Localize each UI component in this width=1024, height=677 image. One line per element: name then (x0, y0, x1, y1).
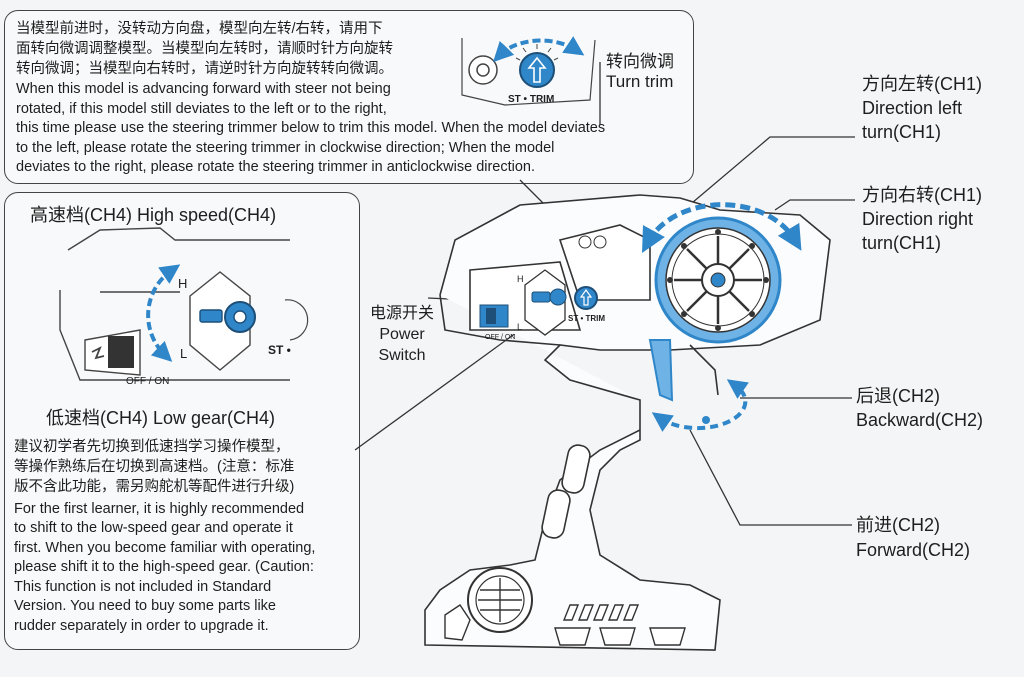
power-switch-label-zh: 电源开关 (369, 305, 434, 322)
gear-low-marker: L (180, 346, 188, 361)
gear-instruction-en-3: first. When you become familiar with ope… (14, 540, 316, 556)
left-turn-label-zh: 方向左转(CH1) (862, 74, 982, 94)
turn-trim-label-en: Turn trim (606, 72, 674, 91)
trim-instruction-zh-2: 面转向微调调整模型。当模型向左转时，请顺时针方向旋转 (16, 41, 393, 57)
forward-label-zh: 前进(CH2) (856, 515, 940, 535)
body-switch-text: OFF / ON (485, 334, 516, 341)
trim-instruction-en-4: to the left, please rotate the steering … (16, 140, 555, 156)
rotate-arrow-icon (493, 36, 585, 63)
body-gear-lever (524, 269, 567, 336)
low-gear-label: 低速档(CH4) Low gear(CH4) (46, 408, 276, 428)
base-vents (554, 604, 686, 646)
trim-instruction-en-5: deviates to the right, please rotate the… (16, 159, 536, 175)
leader-gear-box (354, 329, 521, 451)
throttle-trigger (648, 339, 674, 402)
top-trim-detail (461, 36, 596, 106)
turn-trim-label-zh: 转向微调 (606, 52, 674, 71)
gear-instruction-en-2: to shift to the low-speed gear and opera… (14, 520, 293, 536)
trim-instruction-zh-3: 转向微调；当模型向右转时，请逆时针方向旋转转向微调。 (16, 61, 393, 77)
body-low-marker: L (517, 322, 523, 332)
leader-forward (689, 429, 852, 526)
steering-wheel-icon (654, 216, 782, 344)
arrow-up-icon (527, 56, 547, 83)
backward-label-en: Backward(CH2) (856, 410, 984, 430)
grip-slots (541, 444, 591, 539)
gear-instruction-zh-3: 版不含此功能，需另购舵机等配件进行升级) (14, 479, 295, 495)
body-trim-text: ST • TRIM (568, 314, 606, 323)
gear-instruction-zh-2: 等操作熟练后在切换到高速档。(注意：标准 (14, 459, 295, 475)
gear-instruction-en-5: This function is not included in Standar… (14, 579, 272, 595)
small-knob-icon (468, 55, 498, 85)
right-turn-label-zh: 方向右转(CH1) (862, 185, 982, 205)
left-turn-label-en-2: turn(CH1) (862, 122, 942, 142)
gear-instruction-en-6: Version. You need to buy some parts like (14, 598, 276, 614)
power-switch-slider (108, 336, 134, 368)
steering-rotate-arrow-icon (642, 202, 802, 253)
body-trim-arrow-icon (579, 288, 593, 306)
gear-instruction-en-4: please shift it to the high-speed gear. … (14, 559, 314, 575)
throttle-arrow-icon (651, 379, 749, 432)
backward-label-zh: 后退(CH2) (856, 386, 940, 406)
trim-instruction-en-2: rotated, if this model still deviates to… (16, 101, 387, 117)
leader-right-turn (774, 199, 855, 211)
gear-st-text: ST • (268, 343, 291, 357)
power-switch-label-en-2: Switch (378, 347, 426, 364)
gear-switch-detail (59, 227, 309, 381)
left-turn-label-en-1: Direction left (862, 98, 963, 118)
high-speed-label: 高速档(CH4) High speed(CH4) (30, 205, 277, 225)
gear-instruction-zh-1: 建议初学者先切换到低速挡学习操作模型， (14, 439, 290, 455)
battery-bay (444, 567, 533, 641)
trim-instruction-en-1: When this model is advancing forward wit… (16, 81, 391, 97)
trim-instruction-zh-1: 当模型前进时，没转动方向盘，模型向左转/右转，请用下 (16, 21, 383, 37)
trim-instruction-en-3: this time please use the steering trimme… (16, 120, 606, 136)
gear-shift-arrow-icon (146, 264, 181, 362)
gear-instruction-en-1: For the first learner, it is highly reco… (14, 501, 305, 517)
gear-high-marker: H (178, 276, 188, 291)
top-trim-knob-text: ST • TRIM (508, 94, 555, 105)
body-trim-knob-icon (574, 286, 598, 310)
right-turn-label-en-1: Direction right (862, 209, 974, 229)
forward-label-en: Forward(CH2) (856, 540, 971, 560)
gear-lever (199, 309, 223, 323)
gear-shift-instruction-box (4, 192, 360, 650)
right-turn-label-en-2: turn(CH1) (862, 233, 942, 253)
gear-switch-text: OFF / ON (126, 376, 170, 387)
body-high-marker: H (517, 274, 524, 284)
leader-left-turn (659, 136, 855, 231)
gear-instruction-en-7: rudder separately in order to upgrade it… (14, 618, 269, 634)
power-switch-label-en-1: Power (379, 326, 425, 343)
